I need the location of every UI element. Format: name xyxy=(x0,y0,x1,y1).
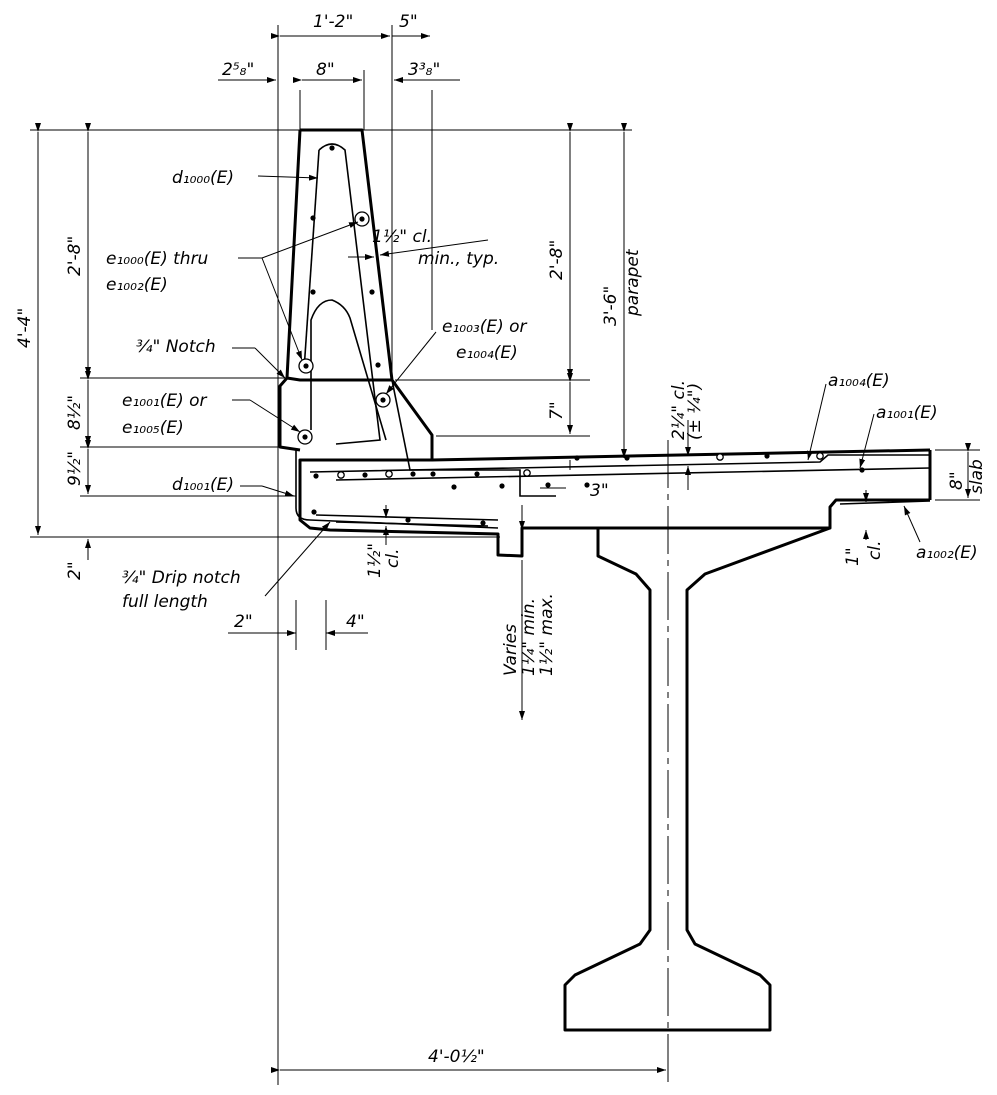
dim-bar-spacing: 3" xyxy=(590,481,609,501)
rebar-d1000 xyxy=(318,143,381,445)
dim-overall-height: 4'-4" xyxy=(15,308,35,348)
rebar xyxy=(295,143,931,529)
notch-line xyxy=(285,129,392,382)
dim-slab-label: slab xyxy=(967,459,987,494)
dim-top-width: 1'-2" xyxy=(313,12,353,32)
concrete-outline xyxy=(278,128,932,1032)
dim-left-notch: 8½" xyxy=(65,395,85,430)
dim-right-upper: 2'-8" xyxy=(547,240,567,280)
dim-clear-note: min., typ. xyxy=(418,249,499,269)
rebar-top-2 xyxy=(335,467,931,481)
label-drip-notch: ¾" Drip notch xyxy=(122,568,241,588)
label-drip-notch-2: full length xyxy=(122,592,208,612)
rebar-top-a1004 xyxy=(309,454,930,473)
dimension-lines xyxy=(35,33,971,1073)
dim-drip-right: 4" xyxy=(346,612,365,632)
rebar-e-hoop xyxy=(310,299,387,441)
dim-bottom-clear-label: cl. xyxy=(865,541,885,560)
dim-haunch-max: 1½" max. xyxy=(537,593,557,676)
label-e1001: e₁₀₀₁(E) or xyxy=(122,391,208,411)
rebar-d1001 xyxy=(295,448,499,529)
leader-lines xyxy=(232,174,921,597)
bar-sections xyxy=(297,145,865,526)
label-e1005: e₁₀₀₅(E) xyxy=(122,418,184,438)
dim-slab-clear: 2¼" cl. xyxy=(669,380,689,440)
label-a1002: a₁₀₀₂(E) xyxy=(916,543,978,563)
dim-bottom-clear: 1" xyxy=(843,547,863,566)
dim-right-offset: 3³₈" xyxy=(408,60,440,80)
dim-slab-clear-tol: (± ¼") xyxy=(685,383,705,440)
dim-haunch-clear-label: cl. xyxy=(383,549,403,568)
extension-lines xyxy=(30,25,980,1085)
dim-clear-top: 1½" cl. xyxy=(372,227,432,247)
dim-left-upper: 2'-8" xyxy=(65,236,85,276)
label-e1002: e₁₀₀₂(E) xyxy=(106,275,168,295)
dim-left-offset: 2⁵₈" xyxy=(222,60,254,80)
dim-bottom-overall: 4'-0½" xyxy=(428,1047,485,1067)
label-a1001: a₁₀₀₁(E) xyxy=(876,403,938,423)
dimension-labels: 1'-2" 5" 2⁵₈" 8" 3³₈" 4'-4" 2'-8" 8½" 9½… xyxy=(15,12,987,1067)
label-e1000: e₁₀₀₀(E) thru xyxy=(106,249,209,269)
label-e1003: e₁₀₀₃(E) or xyxy=(442,317,528,337)
dim-inner-width: 8" xyxy=(316,60,335,80)
dim-haunch-varies: Varies xyxy=(501,624,521,676)
dim-drip-left: 2" xyxy=(234,612,253,632)
bar-labels: d₁₀₀₀(E) e₁₀₀₀(E) thru e₁₀₀₂(E) ¾" Notch… xyxy=(106,168,978,612)
rebar-bottom-a1002 xyxy=(315,514,499,521)
label-notch: ¾" Notch xyxy=(136,337,216,357)
slab-top xyxy=(431,448,931,462)
dim-haunch-clear: 1½" xyxy=(365,543,385,578)
dim-left-drip: 2" xyxy=(65,561,85,580)
dim-haunch-min: 1¼" min. xyxy=(519,598,539,676)
label-d1000: d₁₀₀₀(E) xyxy=(172,168,234,188)
dim-parapet-label: parapet xyxy=(623,248,643,317)
parapet-outline xyxy=(298,128,930,558)
dim-left-slab: 9½" xyxy=(65,451,85,486)
label-d1001: d₁₀₀₁(E) xyxy=(172,475,234,495)
dim-slab-thickness: 8" xyxy=(947,471,967,490)
girder-outline xyxy=(563,526,831,1032)
dim-right-lower: 7" xyxy=(547,401,567,420)
lower-parapet-left xyxy=(278,377,301,452)
dim-top-offset: 5" xyxy=(399,12,418,32)
label-a1004: a₁₀₀₄(E) xyxy=(828,371,890,391)
label-e1004: e₁₀₀₄(E) xyxy=(456,343,518,363)
dim-parapet-height: 3'-6" xyxy=(601,286,621,326)
